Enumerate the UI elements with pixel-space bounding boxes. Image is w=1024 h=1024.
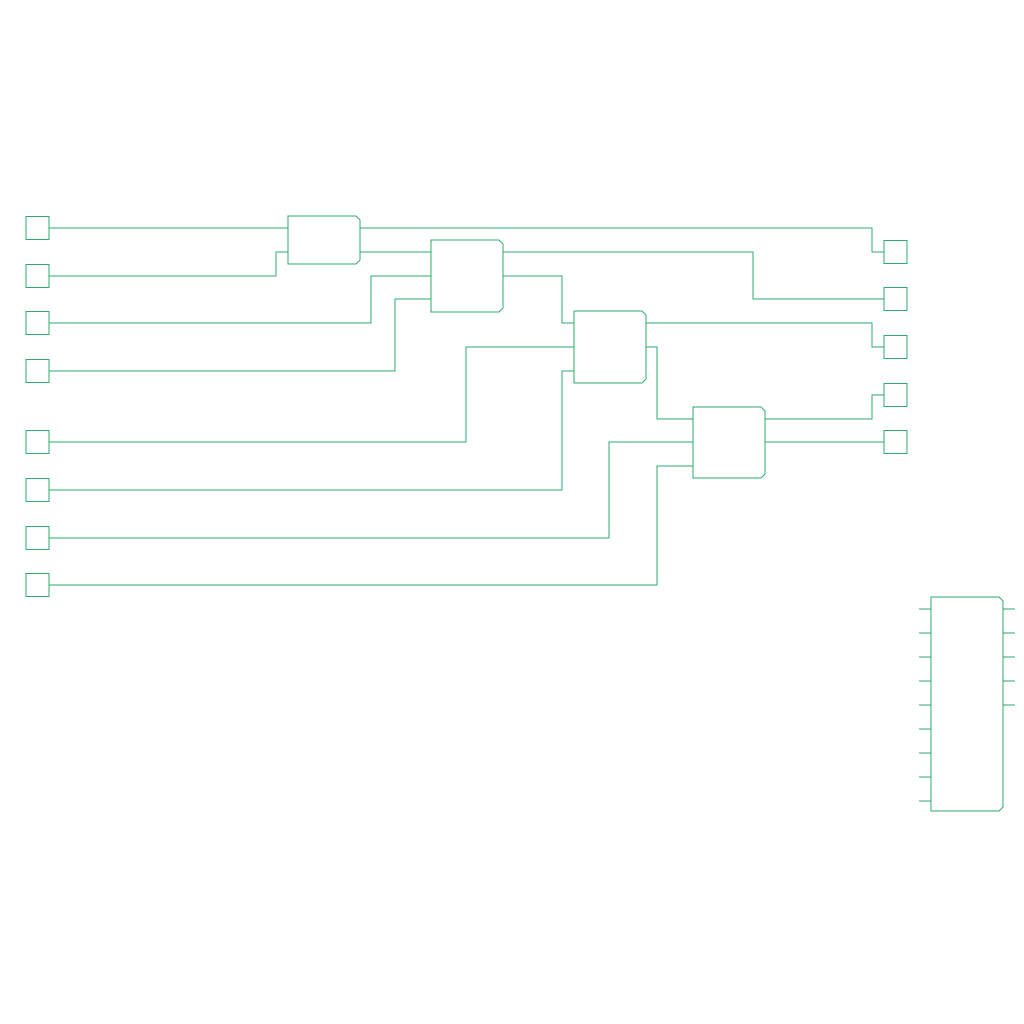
block-4 [692, 406, 766, 479]
input-pad-3 [25, 311, 50, 335]
input-pad-6 [25, 478, 50, 502]
wire-12 [503, 275, 574, 324]
output-pad-4 [883, 383, 908, 407]
input-pad-4 [25, 359, 50, 383]
summary-block [919, 596, 1015, 812]
wire-2 [49, 251, 288, 277]
input-pad-1 [25, 216, 50, 240]
pad-layer [25, 216, 908, 597]
wire-6 [49, 370, 574, 491]
wire-5 [49, 346, 574, 443]
block-1 [287, 215, 361, 265]
output-pad-2 [883, 287, 908, 311]
wire-layer [49, 227, 884, 586]
block-layer [287, 215, 766, 479]
output-pad-3 [883, 335, 908, 359]
wire-9 [360, 227, 884, 253]
input-pad-8 [25, 573, 50, 597]
wire-8 [49, 465, 693, 586]
summary-block-body [930, 596, 1004, 812]
input-pad-2 [25, 264, 50, 288]
input-pad-5 [25, 430, 50, 454]
output-pad-1 [883, 240, 908, 264]
wire-11 [503, 251, 884, 300]
wire-13 [646, 322, 884, 348]
wire-7 [49, 441, 693, 539]
block-3 [573, 310, 647, 384]
wire-3 [49, 275, 431, 324]
block-2 [430, 239, 504, 313]
wire-15 [765, 394, 884, 420]
output-pad-5 [883, 430, 908, 454]
input-pad-7 [25, 526, 50, 550]
wire-14 [646, 346, 693, 420]
wire-4 [49, 298, 431, 372]
